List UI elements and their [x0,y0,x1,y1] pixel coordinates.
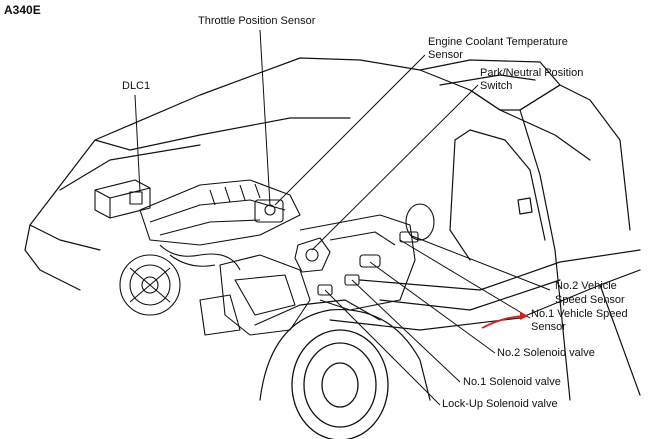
truck-body-outline [24,57,641,401]
front-wheel [291,329,389,439]
label-no2-vss-line2: Speed Sensor [555,294,625,306]
label-park-neutral-line2: Switch [480,80,513,92]
engine-assembly [94,179,435,336]
label-throttle-position-sensor: Throttle Position Sensor [198,15,316,27]
label-dlc1: DLC1 [122,80,151,92]
label-engine-coolant-temp-line1: Engine Coolant Temperature [428,36,568,48]
label-no1-vss-line1: No.1 Vehicle Speed [531,308,628,320]
label-no1-vss-line2: Sensor [531,321,566,333]
label-no2-vss-line1: No.2 Vehicle [555,280,617,292]
label-engine-coolant-temp-line2: Sensor [428,49,463,61]
leader-lines [134,29,551,406]
label-lockup-solenoid: Lock-Up Solenoid valve [442,398,558,410]
label-park-neutral-line1: Park/Neutral Position [480,67,584,79]
model-code-title: A340E [4,3,41,17]
label-no1-solenoid: No.1 Solenoid valve [463,376,561,388]
label-no2-solenoid: No.2 Solenoid valve [497,347,595,359]
highlight-arrow [481,312,528,329]
